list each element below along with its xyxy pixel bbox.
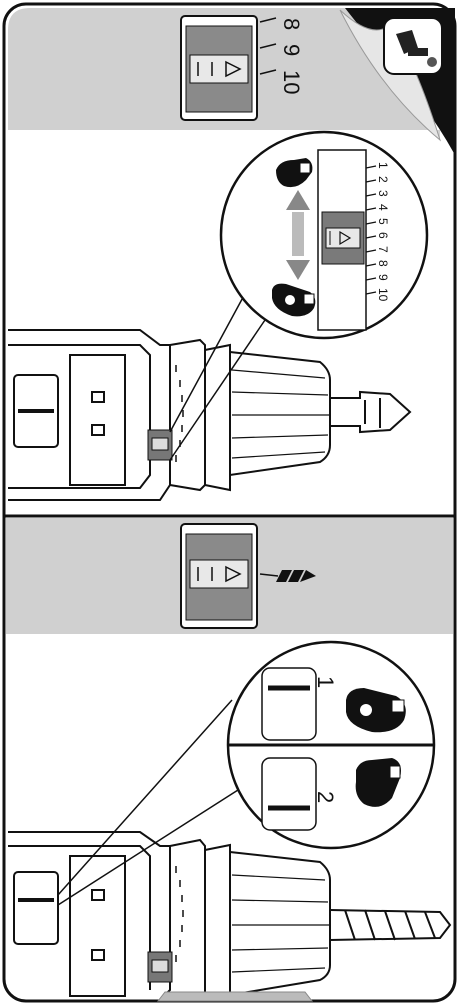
scale-label: 3: [376, 190, 390, 197]
scale-label: 7: [376, 246, 390, 253]
torque-window-small: [180, 15, 277, 121]
drill-collar-ticks-top: [175, 365, 184, 462]
scale-label: 9: [376, 274, 390, 281]
torque-scale-small: 8 9 10: [279, 18, 304, 94]
flexed-arm-icon: [276, 158, 313, 188]
drill-icon: [396, 30, 437, 67]
torque-adjust-arrow: [286, 190, 310, 280]
hammer-mode-window: [180, 523, 279, 629]
scale-label: 9: [279, 44, 304, 56]
gear-label-1: 1: [313, 676, 338, 688]
torque-slider-on-drill-bottom: [147, 951, 173, 983]
gear-label-2: 2: [313, 791, 338, 803]
scale-label: 6: [376, 232, 390, 239]
zoom-line: [57, 699, 233, 896]
scale-label: 2: [376, 176, 390, 183]
hammer-drill-icon: [276, 570, 316, 582]
gear-magnifier: 1 2: [226, 640, 436, 850]
scale-label: 8: [376, 260, 390, 267]
torque-magnifier: 1 2 3 4 5 6 7 8 9 10: [219, 130, 429, 340]
zoom-line: [169, 319, 266, 461]
scale-label: 1: [376, 162, 390, 169]
drill-body-bottom: [8, 831, 452, 1001]
scale-label: 5: [376, 218, 390, 225]
bottom-panel: 1 2: [6, 518, 453, 1002]
torque-slider-on-drill-top: [147, 429, 173, 461]
torque-scale-large: [365, 165, 377, 295]
strong-arm-icon: [346, 688, 406, 733]
top-panel: 8 9 10: [8, 8, 455, 501]
zoom-line: [57, 789, 239, 906]
scale-label: 8: [279, 18, 304, 30]
zoom-line: [169, 289, 248, 433]
scale-label: 10: [376, 288, 390, 302]
page-corner: [339, 8, 455, 155]
scale-label: 4: [376, 204, 390, 211]
drill-collar-ticks-bottom: [175, 866, 184, 962]
flexed-arm-icon: [355, 758, 401, 807]
bottom-tab: [156, 991, 314, 1002]
scale-label: 10: [279, 70, 304, 94]
strong-arm-icon: [272, 283, 316, 317]
drill-body-top: [8, 329, 412, 501]
